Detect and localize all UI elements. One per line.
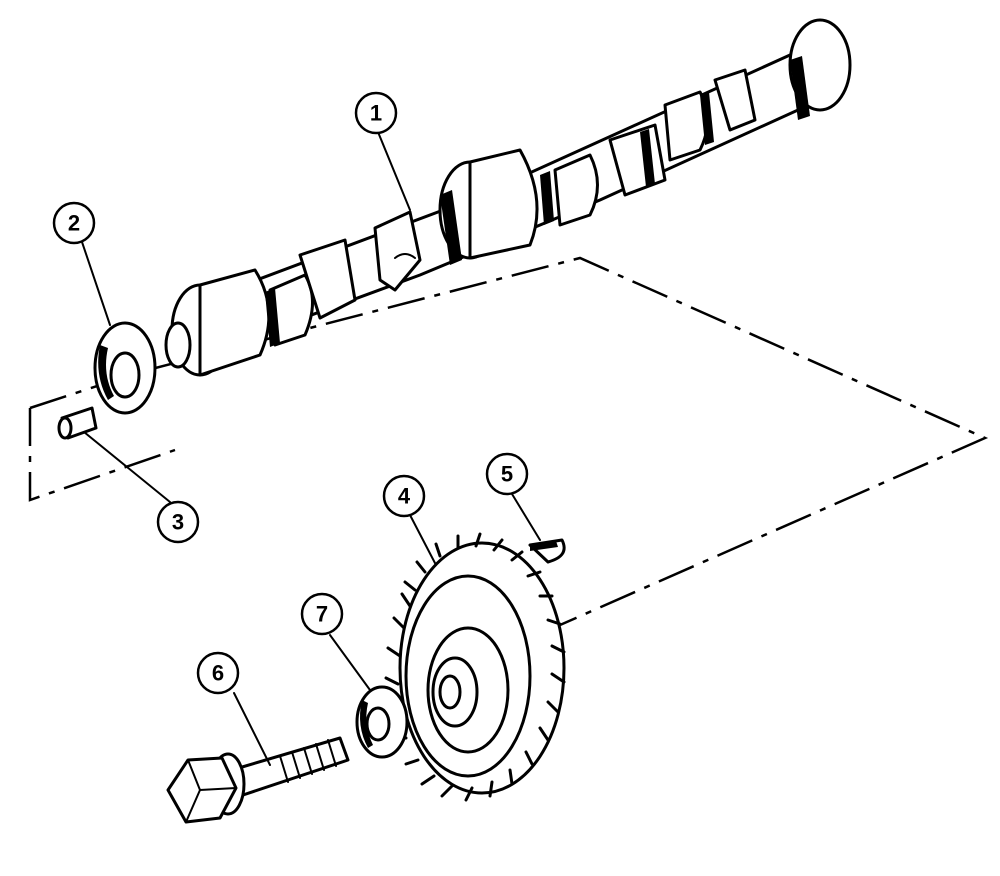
callout-4-label: 4 — [398, 484, 411, 509]
thrust-washer — [93, 321, 157, 415]
callout-3: 3 — [156, 500, 200, 544]
camshaft — [164, 18, 852, 377]
callout-5: 5 — [485, 452, 529, 496]
callout-7-label: 7 — [316, 602, 328, 627]
bolt-washer — [355, 685, 409, 759]
callout-6: 6 — [196, 651, 240, 695]
callout-6-label: 6 — [212, 661, 224, 686]
callout-5-label: 5 — [501, 462, 513, 487]
leader-lines — [81, 131, 541, 766]
dowel-pin — [57, 406, 98, 440]
callout-3-label: 3 — [172, 510, 184, 535]
callout-1: 1 — [354, 91, 398, 135]
flange-bolt — [166, 736, 350, 824]
callout-1-label: 1 — [370, 101, 382, 126]
callout-2: 2 — [52, 201, 96, 245]
callout-4: 4 — [382, 474, 426, 518]
woodruff-key — [528, 538, 566, 564]
callout-2-label: 2 — [68, 211, 80, 236]
camshaft-gear — [384, 532, 566, 802]
callout-7: 7 — [300, 592, 344, 636]
